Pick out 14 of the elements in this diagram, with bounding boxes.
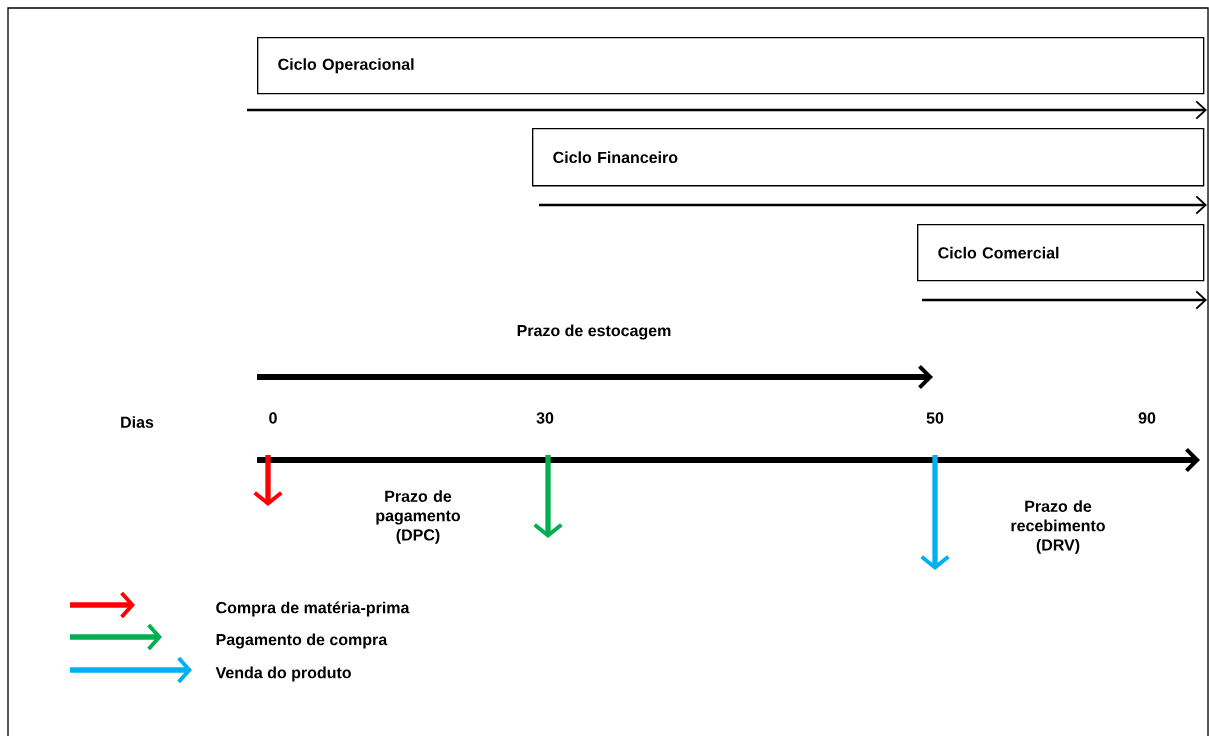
cycle-box: Ciclo Operacional <box>257 37 1205 95</box>
tick-label: 90 <box>1138 412 1156 424</box>
period-label: Prazo de pagamento (DPC) <box>376 490 461 544</box>
tick-label: 50 <box>926 412 944 424</box>
legend-text: Venda do produto <box>215 666 351 682</box>
cycle-box: Ciclo Comercial <box>917 224 1205 282</box>
axis-label: Dias <box>121 416 154 428</box>
period-label: Prazo de estocagem <box>517 324 671 340</box>
tick-label: 0 <box>269 412 277 424</box>
cycle-box: Ciclo Financeiro <box>532 128 1205 187</box>
legend-text: Compra de matéria-prima <box>216 601 410 617</box>
legend-text: Pagamento de compra <box>216 633 388 649</box>
tick-label: 30 <box>536 412 554 424</box>
period-label: Prazo de recebimento (DRV) <box>1011 500 1105 554</box>
